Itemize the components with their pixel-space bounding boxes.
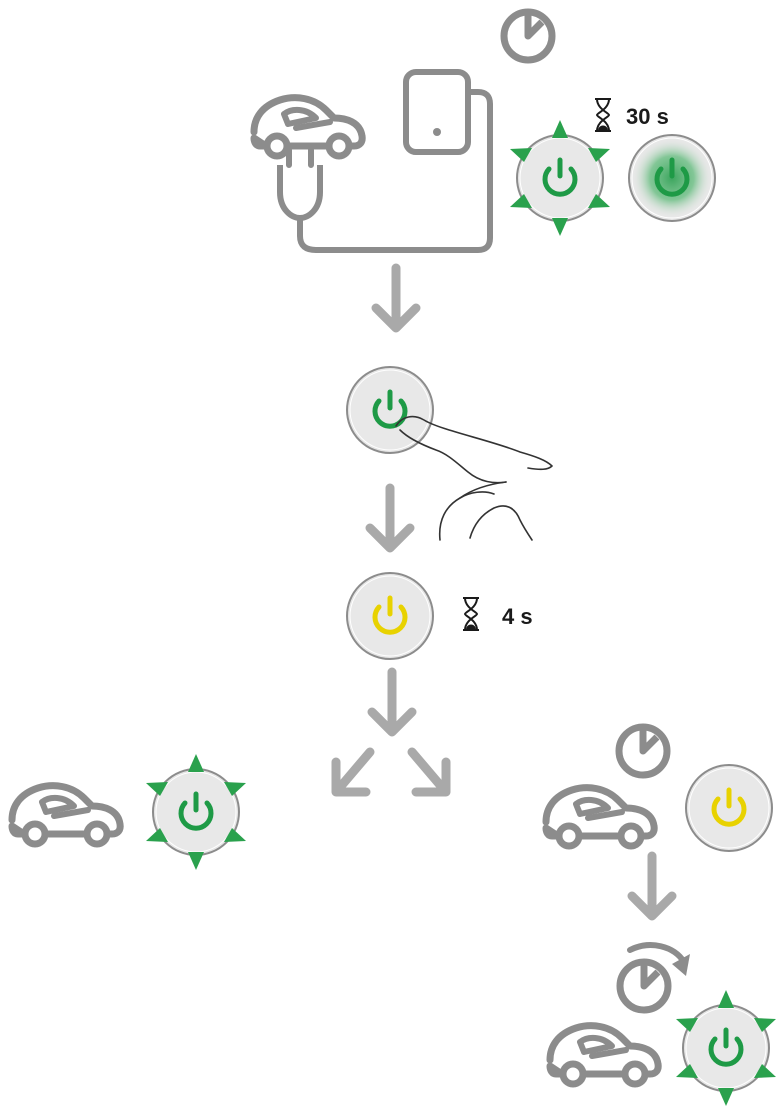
arrow-down-icon — [632, 856, 672, 916]
hourglass-icon — [462, 597, 480, 631]
car-icon — [550, 1026, 658, 1084]
arrow-split-left-icon — [331, 747, 375, 797]
plug-icon — [277, 89, 493, 253]
hand-press-icon — [395, 415, 553, 541]
arrow-down-icon — [376, 268, 416, 328]
clock-icon — [504, 12, 552, 60]
power-button-press — [346, 366, 434, 454]
power-button-blinking-green — [510, 120, 610, 236]
clock-icon — [619, 727, 667, 775]
power-button-steady-yellow — [685, 764, 773, 852]
arrow-split-right-icon — [407, 747, 451, 797]
timer-top-label: 30 s — [626, 104, 669, 129]
arrow-down-icon — [372, 672, 412, 732]
power-button-blinking-green — [676, 990, 776, 1106]
car-icon — [254, 98, 362, 156]
car-icon — [12, 786, 120, 844]
clock-rotate-icon — [620, 942, 690, 1010]
arrow-down-icon — [370, 488, 410, 548]
wallbox-charger-icon — [403, 69, 471, 155]
power-button-steady-green — [628, 134, 716, 222]
power-button-blinking-green — [146, 754, 246, 870]
car-icon — [546, 788, 654, 846]
timer-hold-label: 4 s — [502, 604, 533, 629]
power-button-steady-yellow — [346, 572, 434, 660]
hourglass-icon — [594, 98, 612, 132]
